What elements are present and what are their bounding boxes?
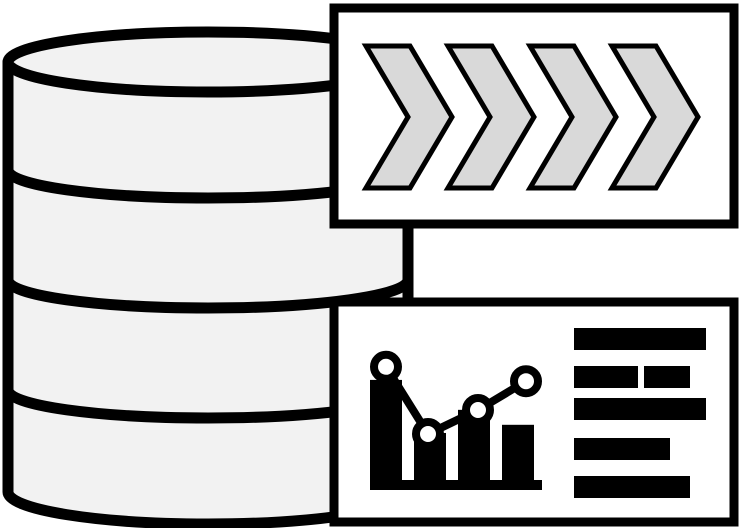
database-icon: [2, 26, 414, 528]
chart-point: [510, 365, 542, 398]
chevron-right-icon: [443, 43, 537, 191]
pipeline-panel: [329, 3, 739, 229]
pipeline-chevrons: [361, 43, 701, 191]
chevron-right-icon: [361, 43, 455, 191]
text-line: [574, 398, 706, 420]
text-line: [574, 438, 670, 460]
dashboard-panel: [329, 297, 739, 527]
chart-point: [412, 418, 444, 450]
chart-baseline: [370, 480, 542, 490]
chart-bar: [502, 424, 534, 486]
chart-bar: [370, 379, 402, 486]
text-lines-icon: [574, 328, 706, 498]
text-line: [644, 366, 690, 388]
chevron-right-icon: [607, 43, 701, 191]
chart-point: [370, 350, 402, 383]
chart-point: [462, 394, 494, 426]
bar-line-chart-icon: [370, 350, 542, 490]
text-line: [574, 366, 638, 388]
chevron-right-icon: [525, 43, 619, 191]
database-ring-2: [2, 278, 414, 314]
chart-line: [382, 364, 529, 438]
text-line: [574, 476, 690, 498]
text-line: [574, 328, 706, 350]
